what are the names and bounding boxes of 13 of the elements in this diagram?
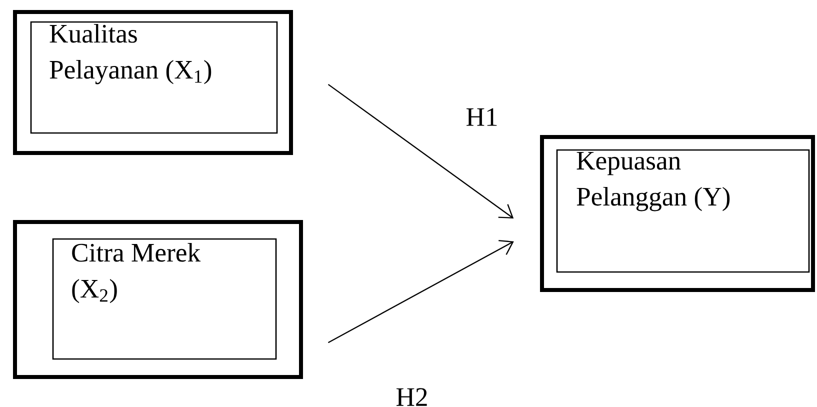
- frame-box: [13, 10, 293, 155]
- variable-box: [556, 149, 810, 273]
- variable-box: [30, 21, 278, 134]
- hypothesis-label: H2: [396, 388, 427, 406]
- arrow: [328, 240, 514, 344]
- arrow: [328, 84, 514, 218]
- hypothesis-label: H1: [466, 108, 497, 126]
- frame-box: [540, 135, 815, 292]
- label-text: Kualitas Pelayanan (X$_{1}$): [50, 24, 212, 84]
- frame-box: [13, 220, 303, 379]
- variable-box: [52, 238, 277, 360]
- label-text: Citra Merek (X$_{2}$): [72, 243, 201, 304]
- label-text: Kepuasan Pelanggan (Y): [576, 152, 730, 212]
